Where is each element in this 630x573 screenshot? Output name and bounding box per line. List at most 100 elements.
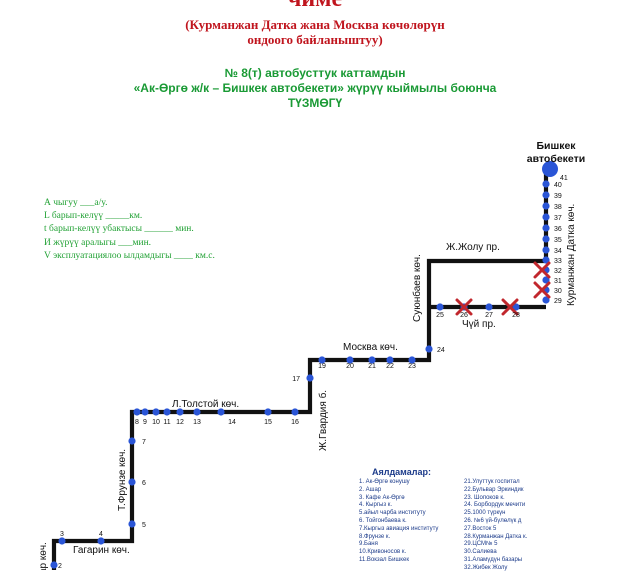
stop-number-label: 2 [58,563,62,570]
legend-entry: 3. Кафе Ак-Өргө [359,494,405,501]
document-title: чиме [0,0,630,13]
legend-entry: 30.Салиева [464,549,497,556]
terminal-label-line-1: Бишкек [536,140,576,152]
stop-marker [128,520,136,528]
stop-marker [542,180,550,188]
legend-entry: 22.Бульвар Эркиндик [464,486,524,493]
stop-markers [50,180,550,569]
stop-marker [128,478,136,486]
stop-number-label: 21 [368,363,376,370]
stop-number-label: 33 [554,258,562,265]
param-interval: И жүрүү аралыгы ___мин. [44,237,152,248]
stop-marker [97,537,105,545]
stop-marker [542,276,550,284]
stop-marker [291,408,299,416]
stop-number-label: 14 [228,419,236,426]
legend-entry: 10.Кривоносов к. [359,549,407,556]
stop-marker [50,561,58,569]
legend-entry: 23. Шопоков к. [464,494,505,501]
stop-number-label: 16 [291,419,299,426]
stop-number-label: 41 [560,175,568,182]
street-tolstoy: Л.Толстой көч. [172,399,239,410]
street-suyunbaev: Суюнбаев көч. [411,254,423,322]
route-heading-1: № 8(т) автобусттук каттамдын [224,66,406,80]
street-gvardia: Ж.Гвардия б. [317,390,329,451]
stop-marker [542,256,550,264]
stop-number-label: 4 [99,531,103,538]
street-edge: ар көч. [38,542,49,570]
stop-marker [128,437,136,445]
stop-number-label: 38 [554,204,562,211]
stop-marker [368,356,376,364]
stop-marker [408,356,416,364]
closed-stop-cross [533,281,551,299]
terminal-stop-marker [542,161,558,177]
stop-marker [346,356,354,364]
stop-number-label: 25 [436,312,444,319]
legend-entry: 21.Улуттук госпитал [464,479,520,485]
stop-number-label: 12 [176,419,184,426]
stop-number-label: 32 [554,268,562,275]
stop-marker [264,408,272,416]
route-heading-2: «Ак-Өргө ж/к – Бишкек автобекети» жүрүү … [133,81,497,95]
stop-number-label: 36 [554,226,562,233]
stop-number-label: 29 [554,298,562,305]
stop-number-label: 13 [193,419,201,426]
legend-entry: 6. Тойгонбаева к. [359,517,407,524]
stop-marker [542,235,550,243]
stop-marker [542,246,550,254]
stop-marker [193,408,201,416]
param-length: L барып-келүү _____км. [44,211,143,222]
legend-entry: 32.Жибек Жолу [464,564,508,571]
subtitle-line-1: (Курманжан Датка жана Москва көчөлөрүн [185,17,445,32]
street-kurmanjan: Курманжан Датка көч. [566,204,577,306]
legend-entry: 28.Курманжан Датка к. [464,533,528,540]
legend-entry: 29.ЦСМ№ 5 [464,541,498,548]
legend-entry: 9.Баня [359,541,378,548]
stop-number-label: 3 [60,531,64,538]
route-heading-3: ТҮЗМӨГҮ [287,96,343,110]
stop-marker [542,191,550,199]
street-gagarin: Гагарин көч. [73,545,130,556]
stop-marker [542,202,550,210]
street-frunze: Т.Фрунзе көч. [117,449,128,511]
stop-marker [141,408,149,416]
stop-marker [58,537,66,545]
stop-marker [176,408,184,416]
street-chui: Чүй пр. [462,319,496,330]
stop-marker [542,296,550,304]
stop-marker [306,374,314,382]
closed-stop-cross [533,261,551,279]
legend-entry: 7.Кыргыз авиация институту [359,525,439,532]
stop-marker [542,213,550,221]
legend-entry: 31.Аламүдүн базары [464,556,523,563]
legend-entry: 24. Борбордук мечити [464,502,526,509]
stop-marker [318,356,326,364]
stop-number-label: 15 [264,419,272,426]
legend-title: Аялдамалар: [372,467,431,477]
stop-marker [425,345,433,353]
legend-entry: 25.1000 түркүн [464,510,506,517]
closed-stop-cross [501,298,519,316]
stop-number-label: 37 [554,215,562,222]
stop-number-label: 26 [460,312,468,319]
stop-number-label: 24 [437,347,445,354]
terminal-label-line-2: автобекети [527,153,585,165]
stop-number-label: 27 [485,312,493,319]
stop-number-label: 9 [143,419,147,426]
legend-entry: 4. Кыргыз к. [359,502,393,509]
stop-marker [152,408,160,416]
stop-number-label: 34 [554,248,562,255]
stop-number-label: 28 [512,312,520,319]
stop-number-label: 8 [135,419,139,426]
stop-number-label: 11 [163,419,170,426]
stop-number-label: 20 [346,363,354,370]
stop-marker [485,303,493,311]
stop-number-label: 5 [142,522,146,529]
legend-entry: 2. Ашар [359,486,382,493]
route-parameters: А чыгуу ___а/у. L барып-келүү _____км. t… [44,197,215,263]
stop-number-label: 7 [142,439,146,446]
